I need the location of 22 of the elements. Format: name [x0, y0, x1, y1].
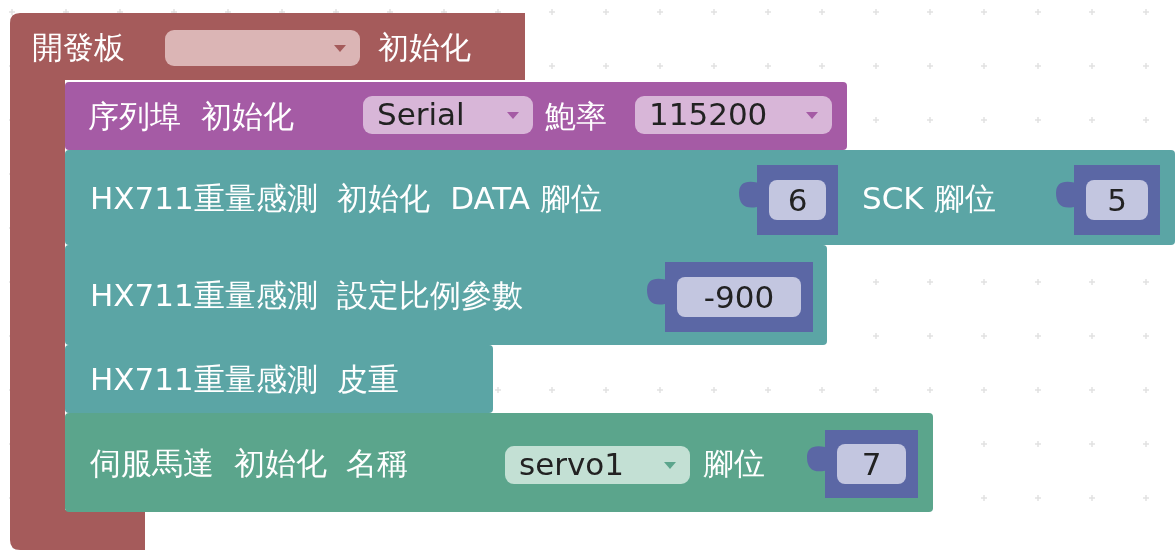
statement-block	[65, 150, 1175, 245]
block-label: HX711重量感測 皮重	[90, 361, 400, 397]
block-label: HX711重量感測 設定比例參數	[90, 277, 524, 313]
dropdown-field	[165, 30, 360, 66]
statement-block	[65, 345, 493, 413]
block-label: 腳位	[703, 444, 765, 481]
block-label: 鮑率	[545, 98, 607, 134]
block-label: 序列埠 初始化	[88, 98, 294, 134]
statement-block	[65, 413, 933, 512]
block-label: 開發板	[32, 28, 125, 65]
block-label: 伺服馬達 初始化 名稱	[90, 444, 409, 481]
number-field: -900	[677, 277, 801, 317]
dropdown-field: servo1	[505, 446, 690, 484]
block-label: SCK 腳位	[862, 179, 996, 216]
number-field: 6	[769, 180, 826, 220]
number-field: 5	[1086, 180, 1148, 220]
dropdown-field: 115200	[635, 96, 832, 134]
statement-block	[65, 82, 847, 150]
block-label: 初始化	[378, 28, 471, 65]
number-field: 7	[837, 444, 906, 484]
block-label: HX711重量感測 初始化 DATA 腳位	[90, 179, 602, 216]
dropdown-field: Serial	[363, 96, 533, 134]
